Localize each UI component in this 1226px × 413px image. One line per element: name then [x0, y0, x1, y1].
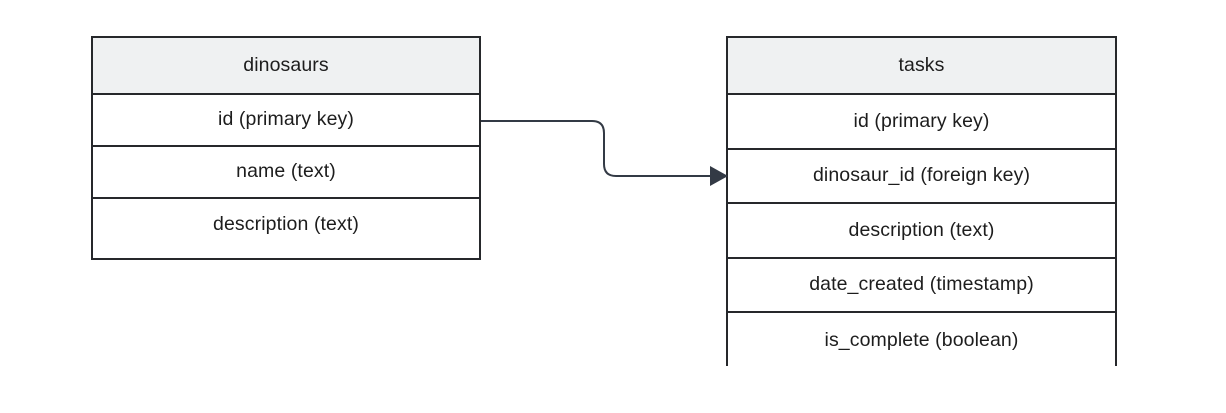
entity-field-dinosaurs-name: name (text) [93, 147, 479, 199]
relationship-line [481, 120, 712, 177]
entity-field-tasks-date-created: date_created (timestamp) [728, 258, 1115, 314]
entity-table-dinosaurs[interactable]: dinosaurs id (primary key) name (text) d… [91, 36, 481, 260]
relationship-dinosaurs-to-tasks[interactable] [481, 120, 728, 186]
entity-title-tasks: tasks [728, 38, 1115, 95]
entity-field-tasks-id: id (primary key) [728, 95, 1115, 150]
entity-field-tasks-description: description (text) [728, 204, 1115, 259]
entity-table-tasks[interactable]: tasks id (primary key) dinosaur_id (fore… [726, 36, 1117, 368]
entity-field-dinosaurs-id: id (primary key) [93, 95, 479, 147]
entity-field-tasks-is-complete: is_complete (boolean) [728, 313, 1115, 368]
entity-field-dinosaurs-description: description (text) [93, 199, 479, 251]
entity-field-tasks-dinosaur-id: dinosaur_id (foreign key) [728, 149, 1115, 205]
entity-title-dinosaurs: dinosaurs [93, 38, 479, 95]
